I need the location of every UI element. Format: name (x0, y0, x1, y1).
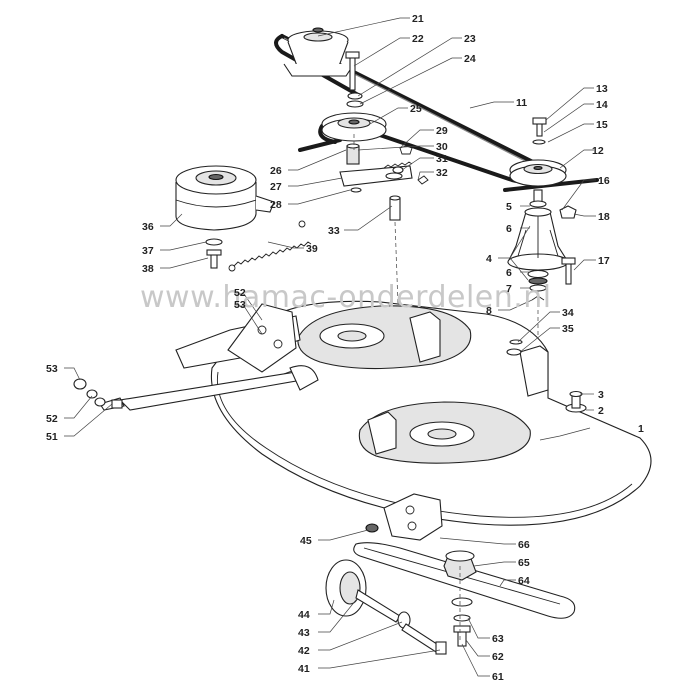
callout-4: 4 (486, 253, 492, 265)
callout-21: 21 (412, 13, 424, 25)
electric-clutch (175, 165, 275, 269)
height-adjust-knob (565, 390, 587, 413)
callout-3: 3 (598, 389, 604, 401)
callout-1: 1 (638, 423, 644, 435)
callout-62: 62 (492, 651, 504, 663)
callout-33: 33 (328, 225, 340, 237)
mower-blade (353, 542, 576, 647)
callout-45: 45 (300, 535, 312, 547)
anti-scalp-wheel (325, 559, 447, 655)
callout-labels: 1 2 3 4 5 6 6 7 8 11 12 13 14 15 16 17 1… (46, 13, 644, 683)
callout-53b: 53 (234, 299, 246, 311)
callout-65: 65 (518, 557, 530, 569)
callout-30: 30 (436, 141, 448, 153)
bolt-13 (532, 117, 547, 145)
callout-29: 29 (436, 125, 448, 137)
callout-28: 28 (270, 199, 282, 211)
callout-34: 34 (562, 307, 574, 319)
callout-8: 8 (486, 305, 492, 317)
callout-6a: 6 (506, 223, 512, 235)
idler-pulley-25 (321, 112, 387, 142)
callout-61: 61 (492, 671, 504, 683)
mower-deck-housing (175, 300, 652, 526)
callout-11: 11 (516, 97, 527, 109)
callout-25: 25 (410, 103, 422, 115)
watermark-text: www.hamac-onderdelen.nl (140, 280, 552, 315)
callout-51: 51 (46, 431, 58, 443)
callout-31: 31 (436, 153, 448, 165)
assembly-guide-lines (353, 134, 539, 640)
callout-7: 7 (506, 283, 512, 295)
callout-41: 41 (298, 663, 310, 675)
callout-64: 64 (518, 575, 530, 587)
idler-pulley-upper (283, 27, 364, 108)
callout-35: 35 (562, 323, 574, 335)
callout-14: 14 (596, 99, 608, 111)
callout-15: 15 (596, 119, 608, 131)
idler-arm-bracket (339, 143, 429, 221)
callout-13: 13 (596, 83, 608, 95)
callout-66: 66 (518, 539, 530, 551)
callout-36: 36 (142, 221, 154, 233)
blade-spindle-housing (507, 205, 577, 301)
callout-44: 44 (298, 609, 310, 621)
callout-18: 18 (598, 211, 610, 223)
callout-63: 63 (492, 633, 504, 645)
callout-17: 17 (598, 255, 610, 267)
callout-12: 12 (592, 145, 604, 157)
callout-22: 22 (412, 33, 424, 45)
tension-spring (228, 220, 312, 272)
callout-23: 23 (464, 33, 476, 45)
callout-32: 32 (436, 167, 448, 179)
callout-2: 2 (598, 405, 604, 417)
callout-27: 27 (270, 181, 282, 193)
callout-16: 16 (598, 175, 610, 187)
callout-39: 39 (306, 243, 318, 255)
callout-24: 24 (464, 53, 476, 65)
callout-52b: 52 (234, 287, 246, 299)
callout-43: 43 (298, 627, 310, 639)
callout-52a: 52 (46, 413, 58, 425)
leader-lines (64, 17, 596, 677)
callout-42: 42 (298, 645, 310, 657)
lift-linkage-rod (73, 365, 319, 411)
callout-38: 38 (142, 263, 154, 275)
callout-26: 26 (270, 165, 282, 177)
callout-5: 5 (506, 201, 512, 213)
spindle-pulley-right (509, 159, 567, 208)
callout-6b: 6 (506, 267, 512, 279)
callout-53a: 53 (46, 363, 58, 375)
callout-37: 37 (142, 245, 154, 257)
deck-fastener-34-35 (506, 339, 523, 356)
deck-front-bracket (365, 493, 443, 541)
